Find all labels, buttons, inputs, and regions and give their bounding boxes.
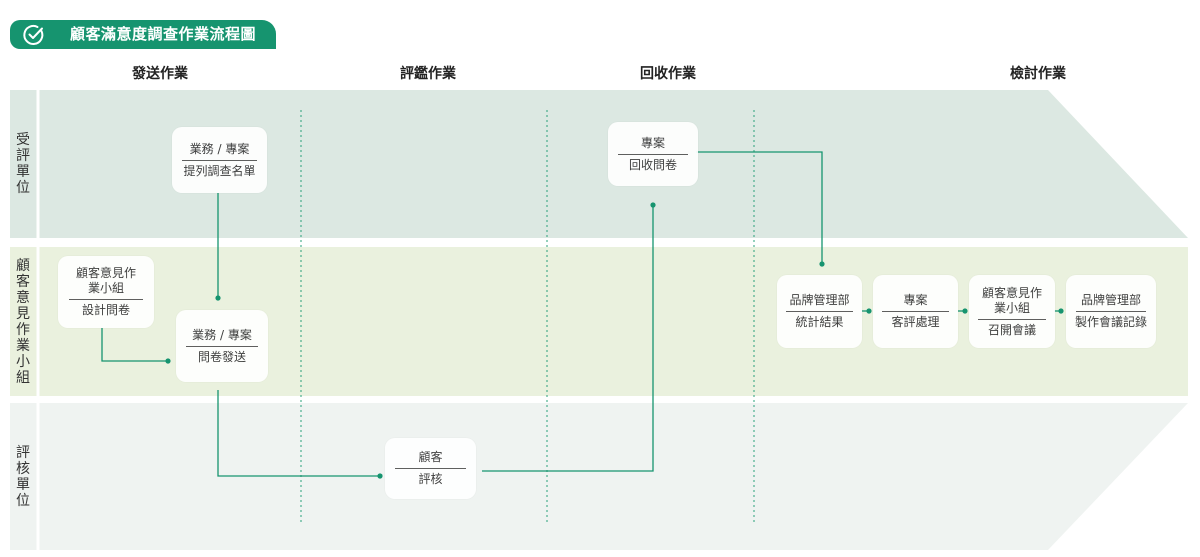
card-divider: [1075, 311, 1147, 312]
card-stats: 品牌管理部 統計結果: [777, 275, 862, 348]
connector-dot: [215, 295, 221, 301]
connector-dot: [377, 473, 383, 479]
lane-label-char: 小: [16, 353, 30, 370]
card-role: 顧客意見作業小組: [76, 266, 137, 295]
page-title: 顧客滿意度調查作業流程圖: [70, 25, 257, 43]
lane-label-char: 受: [16, 132, 30, 148]
lane-label-char: 組: [16, 369, 30, 386]
card-task: 客評處理: [891, 315, 940, 329]
check-circle-icon: [23, 24, 44, 45]
phase-header-review: 檢討作業: [1010, 66, 1066, 82]
card-role: 業務 / 專案: [192, 327, 252, 342]
card-role: 顧客: [418, 450, 443, 464]
card-meeting: 顧客意見作業小組 召開會議: [969, 275, 1055, 348]
card-customer-review: 顧客 評核: [385, 438, 476, 499]
lane-label-char: 顧: [16, 257, 30, 274]
lane-label-char: 位: [16, 492, 30, 509]
connector-dot: [165, 358, 171, 364]
lane-label-char: 作: [16, 321, 30, 338]
connector-dot: [650, 202, 656, 208]
connector-dot: [962, 308, 968, 314]
lane-band-reviewed-unit: [10, 90, 1188, 238]
lane-label-char: 客: [16, 273, 30, 290]
card-task: 提列調查名單: [183, 163, 256, 178]
lane-label-char: 見: [16, 305, 30, 322]
lane-label-char: 位: [16, 180, 30, 196]
card-role: 專案: [903, 293, 928, 307]
connector-design-to-send: [101, 328, 168, 362]
card-task: 問卷發送: [197, 349, 246, 364]
card-task: 評核: [418, 472, 443, 486]
title-banner: 顧客滿意度調查作業流程圖: [10, 20, 276, 49]
lane-label-char: 評: [16, 148, 30, 164]
lane-label-char: 單: [16, 476, 30, 493]
connector-dot: [866, 308, 872, 314]
lane-label-char: 評: [16, 444, 30, 461]
lane-label-char: 業: [16, 337, 30, 354]
card-recover-survey: 專案 回收問卷: [608, 122, 698, 186]
phase-header-recover: 回收作業: [640, 66, 696, 82]
card-divider: [68, 299, 144, 300]
card-divider: [186, 345, 258, 347]
lane-label-review-unit: 評核單位: [10, 403, 36, 550]
card-role: 業務 / 專案: [189, 141, 250, 156]
lane-band-review-unit: [10, 403, 1188, 550]
lane-label-reviewed-unit: 受評單位: [10, 90, 36, 238]
connector-dot: [1058, 308, 1064, 314]
card-divider: [978, 318, 1046, 320]
card-role: 顧客意見作業小組: [982, 285, 1043, 315]
phase-header-evaluate: 評鑑作業: [400, 66, 456, 82]
card-task: 回收問卷: [628, 157, 677, 172]
card-divider: [182, 159, 257, 161]
connector-review-to-recover: [482, 205, 654, 472]
connector-recover-to-stats: [696, 151, 823, 264]
card-divider: [617, 153, 689, 155]
card-divider: [882, 311, 949, 312]
lane-label-feedback-team: 顧客意見作業小組: [10, 247, 36, 396]
card-task: 設計問卷: [81, 303, 130, 317]
card-task: 製作會議記錄: [1074, 315, 1147, 329]
card-send-survey: 業務 / 專案 問卷發送: [176, 310, 268, 382]
connector-dot: [819, 261, 825, 267]
lane-label-char: 核: [16, 460, 30, 477]
card-task: 召開會議: [987, 322, 1036, 337]
phase-header-send: 發送作業: [132, 66, 188, 82]
card-role: 品牌管理部: [789, 293, 850, 307]
card-meeting-minutes: 品牌管理部 製作會議記錄: [1066, 275, 1156, 348]
card-complaint-handling: 專案 客評處理: [873, 275, 958, 348]
lane-label-char: 單: [16, 164, 30, 180]
card-design-survey: 顧客意見作業小組 設計問卷: [58, 256, 154, 328]
card-role: 專案: [640, 135, 665, 150]
card-role: 品牌管理部: [1080, 293, 1141, 307]
connector-send-to-review: [217, 390, 380, 477]
card-submit-list: 業務 / 專案 提列調查名單: [172, 127, 267, 193]
card-divider: [395, 468, 466, 469]
card-divider: [786, 311, 853, 312]
card-task: 統計結果: [795, 315, 844, 329]
lane-label-char: 意: [16, 289, 30, 306]
